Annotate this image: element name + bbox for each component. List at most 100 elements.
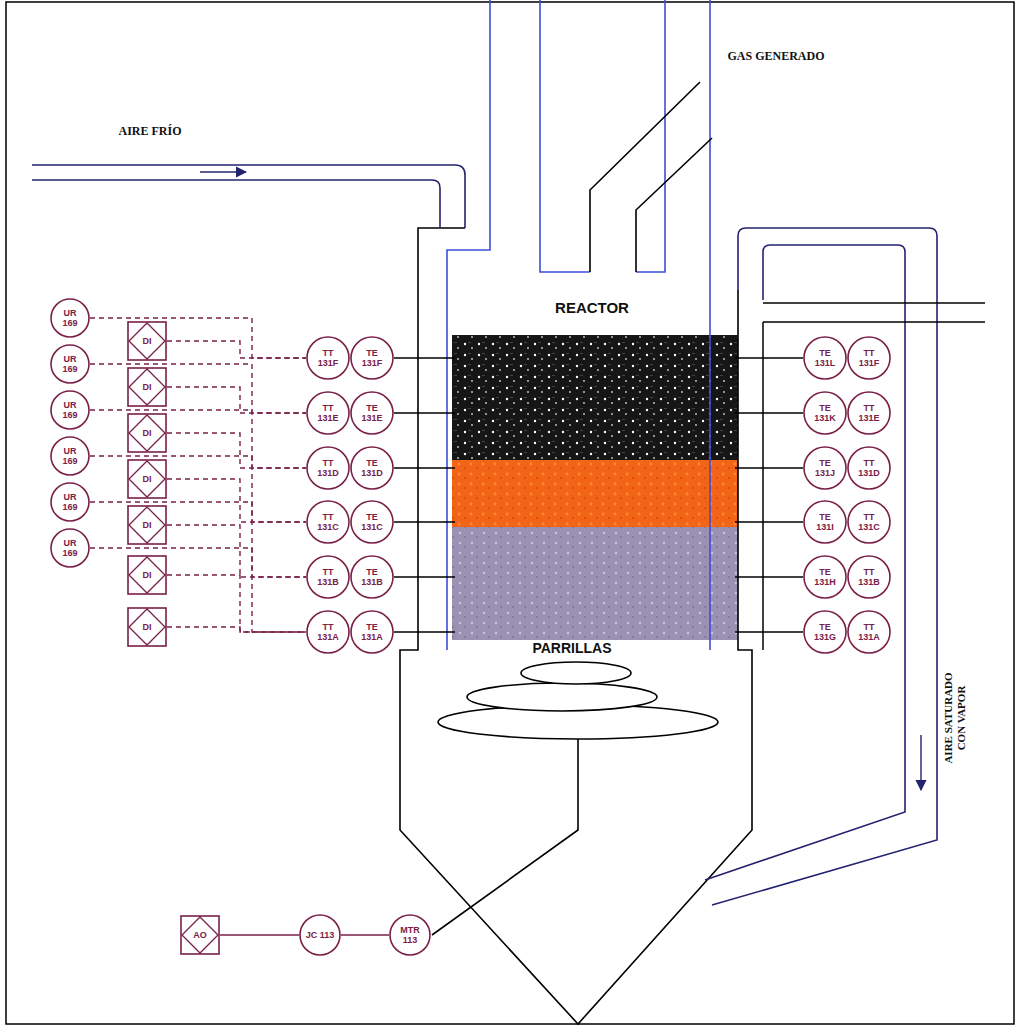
bubble-outline [390,915,430,955]
bubble-outline [307,611,349,653]
sensor-bubble: TE 131H [803,555,847,599]
transmitter-bubble: TT 131A [306,610,350,654]
signal-line [167,627,306,632]
square-outline [181,916,219,954]
bubble-outline [300,915,340,955]
instrument-tag: DI [132,382,162,392]
computer-function-symbol: DI [127,555,167,595]
computer-function-symbol: DI [127,413,167,453]
instrument-tag: UR 169 [55,492,85,513]
reactor-shell [400,228,752,1024]
instrument-tag: UR 169 [55,354,85,375]
instrument-tag: TT 131A [313,622,343,643]
bubble-outline [848,447,890,489]
diamond-outline [129,507,165,543]
transmitter-bubble: TT 131F [306,336,350,380]
transmitter-bubble: TT 131E [847,391,891,435]
bubble-outline [848,556,890,598]
recorder-bubble: UR 169 [50,528,90,568]
bubble-outline [351,501,393,543]
bubble-outline [307,392,349,434]
bubble-outline [351,392,393,434]
part-label: GAS GENERADO [727,50,824,64]
instrument-tag: DI [132,428,162,438]
bubble-outline [51,437,89,475]
part-label: AIRE SATURADO CON VAPOR [942,668,967,768]
part-label: PARRILLAS [532,640,611,656]
grate [467,683,657,711]
bubble-outline [51,299,89,337]
square-outline [128,460,166,498]
sensor-bubble: TE 131D [350,446,394,490]
air-pipe [32,165,465,228]
signal-line [167,575,306,632]
square-outline [128,608,166,646]
sensor-bubble: TE 131A [350,610,394,654]
computer-function-symbol: DI [127,321,167,361]
instrument-tag: AO [185,930,215,940]
transmitter-bubble: TT 131C [306,500,350,544]
square-outline [128,556,166,594]
bubble-outline [804,337,846,379]
instrument-tag: TT 131D [313,458,343,479]
instrument-tag: DI [132,570,162,580]
instrument-tag: TE 131F [357,348,387,369]
transmitter-bubble: TT 131F [847,336,891,380]
instrument-tag: TE 131C [357,512,387,533]
transmitter-bubble: TT 131D [847,446,891,490]
diamond-outline [129,461,165,497]
signal-line [167,387,306,413]
part-label: REACTOR [555,299,629,316]
diamond-outline [129,323,165,359]
instrument-tag: TE 131L [810,348,840,369]
instrument-tag: TE 131H [810,567,840,588]
inner-wall [447,0,490,650]
instrument-tag: JC 113 [305,930,335,940]
flow-arrow [200,171,246,172]
signal-line [90,364,306,413]
diamond-outline [182,917,218,953]
sensor-probes [394,358,803,632]
computer-function-symbol: DI [127,367,167,407]
coal-layer [452,335,738,460]
sensor-bubble: TE 131J [803,446,847,490]
instrument-tag: DI [132,520,162,530]
bubble-outline [51,483,89,521]
recorder-bubble: UR 169 [50,390,90,430]
bubble-outline [51,391,89,429]
sensor-bubble: TE 131K [803,391,847,435]
instrument-tag: TE 131B [357,567,387,588]
signal-line [90,548,306,632]
instrument-tag: TE 131G [810,622,840,643]
combustion-layer [452,460,738,527]
output-symbol: AO [180,915,220,955]
diamond-outline [129,415,165,451]
square-outline [128,368,166,406]
instrument-tag: TE 131D [357,458,387,479]
transmitter-bubble: TT 131A [847,610,891,654]
instrument-tag: TE 131E [357,403,387,424]
instrument-tag: TT 131B [854,567,884,588]
bubble-outline [307,447,349,489]
control-line [341,934,389,935]
computer-function-symbol: DI [127,459,167,499]
bubble-outline [307,501,349,543]
instrument-tag: TE 131I [810,512,840,533]
signal-line [167,433,306,468]
air-pipe [32,180,440,228]
sensor-bubble: TE 131F [350,336,394,380]
transmitter-bubble: TT 131B [847,555,891,599]
controller-bubble: JC 113 [299,914,341,956]
instrument-tag: TE 131A [357,622,387,643]
bubble-outline [804,556,846,598]
instrument-tag: TT 131D [854,458,884,479]
instrument-tag: TT 131B [313,567,343,588]
instrument-tag: DI [132,474,162,484]
transmitter-bubble: TT 131B [306,555,350,599]
transmitter-bubble: TT 131D [306,446,350,490]
signal-line [90,318,306,358]
sensor-bubble: TE 131L [803,336,847,380]
instrument-tag: TT 131C [313,512,343,533]
drive-shaft [432,739,578,935]
bubble-outline [804,501,846,543]
